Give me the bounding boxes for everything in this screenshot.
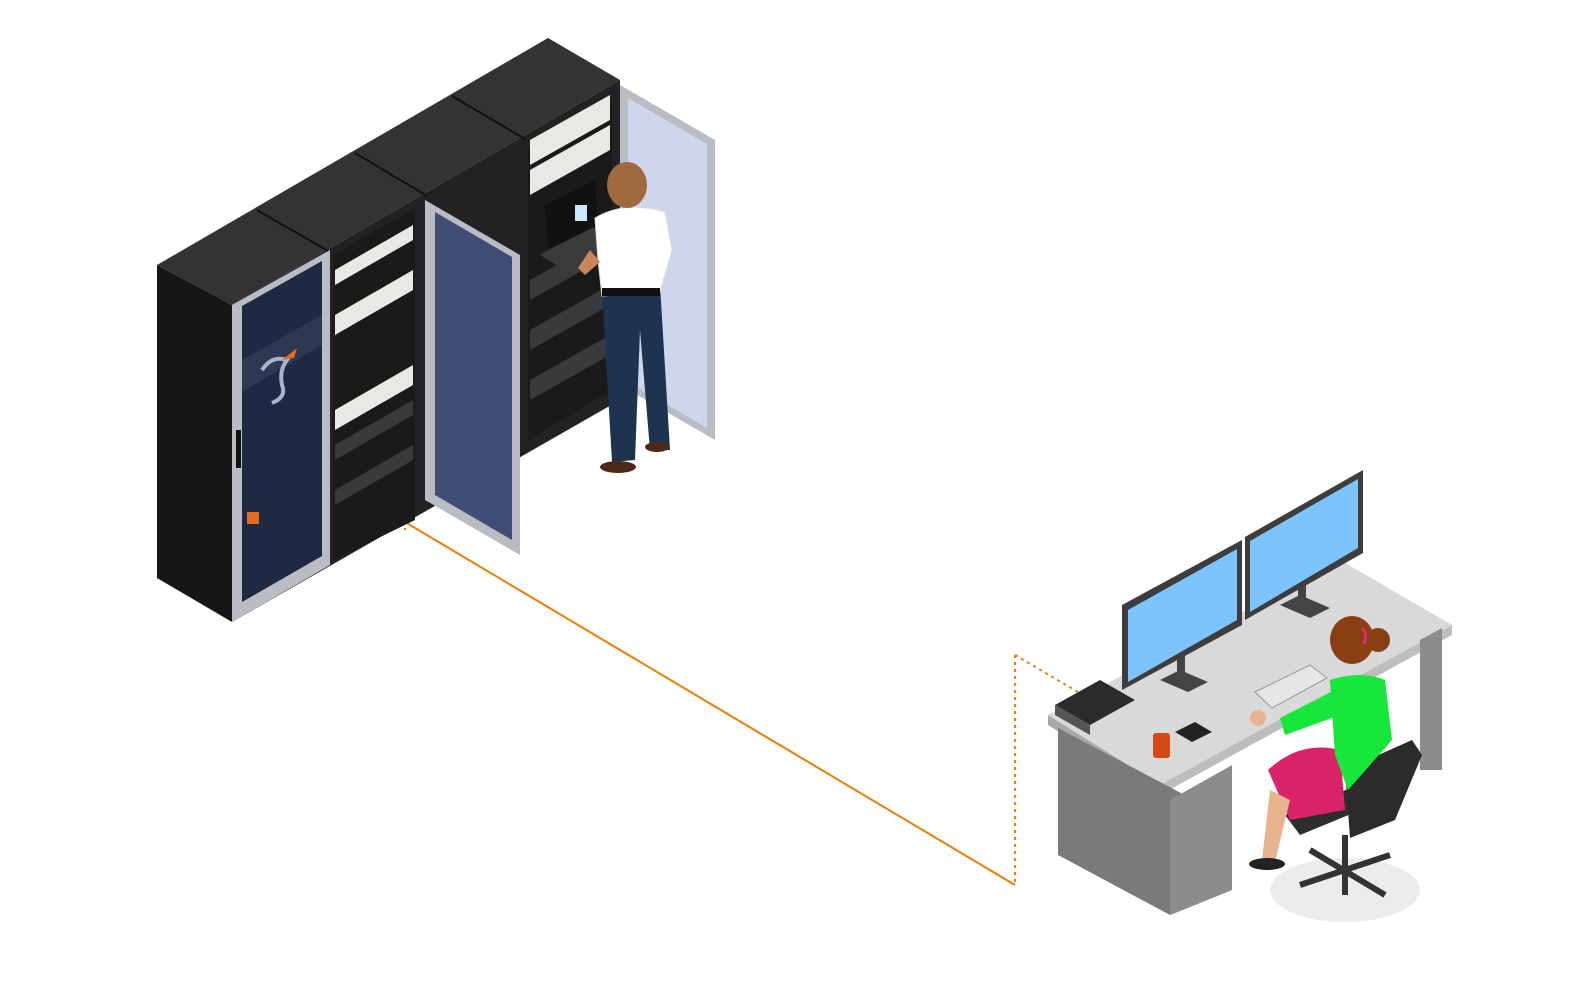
monitor-right [1245, 470, 1363, 620]
illustration-shape [335, 400, 413, 460]
illustration-shape [354, 152, 428, 197]
coffee-mug [1153, 733, 1170, 758]
operator [1249, 616, 1422, 922]
illustration-shape [1170, 765, 1232, 915]
monitor-left [1122, 540, 1242, 692]
door-handle [236, 430, 241, 468]
illustration-shape [530, 125, 610, 195]
illustration-shape [335, 445, 413, 505]
illustration-shape [1330, 675, 1392, 790]
illustration-shape [1055, 705, 1090, 735]
rack-top [157, 38, 620, 305]
server-units [333, 95, 612, 560]
illustration-shape [594, 206, 673, 297]
kvm-box [1055, 680, 1135, 725]
illustration-shape [1360, 626, 1368, 645]
illustration-shape [335, 270, 413, 335]
keyboard [1254, 664, 1328, 709]
technician-head [607, 162, 647, 208]
illustration-shape [435, 212, 512, 540]
operator-desk [1048, 470, 1452, 915]
illustration-shape [404, 521, 1016, 886]
technician [540, 162, 673, 473]
brand-logo [247, 512, 259, 524]
illustration-shape [1299, 835, 1391, 898]
rack-side [157, 265, 232, 622]
illustration-shape [530, 285, 610, 350]
illustration-shape [1128, 549, 1237, 682]
illustration-shape [1160, 670, 1208, 692]
illustration-shape [335, 225, 413, 285]
illustration-shape [242, 315, 322, 392]
illustration-shape [575, 205, 587, 221]
illustration-shape [1280, 690, 1340, 735]
illustration-shape [1249, 858, 1285, 870]
server-rack-row [157, 38, 715, 622]
illustration-shape [602, 285, 670, 462]
illustration-shape [578, 250, 600, 275]
illustration-shape [1250, 710, 1266, 726]
illustration-shape [1262, 790, 1290, 862]
illustration-shape [335, 365, 413, 430]
phone [1175, 722, 1212, 742]
illustration-shape [530, 95, 610, 165]
illustration-shape [600, 461, 636, 473]
illustration-shape [451, 95, 526, 140]
dragon-logo [260, 356, 291, 405]
illustration-shape [545, 180, 598, 250]
illustration-shape [1177, 650, 1185, 678]
illustration-shape [1250, 479, 1358, 612]
illustration-shape [530, 335, 610, 400]
illustration-shape [282, 348, 297, 360]
illustration-shape [1014, 654, 1079, 693]
illustration-shape [602, 288, 660, 296]
illustration-shape [1280, 595, 1330, 618]
illustration-shape [1298, 575, 1306, 605]
illustration-shape [242, 261, 322, 602]
illustration-shape [256, 209, 331, 253]
illustration-shape [1366, 628, 1390, 652]
illustration-shape [645, 442, 669, 452]
illustration-shape [1420, 628, 1442, 770]
